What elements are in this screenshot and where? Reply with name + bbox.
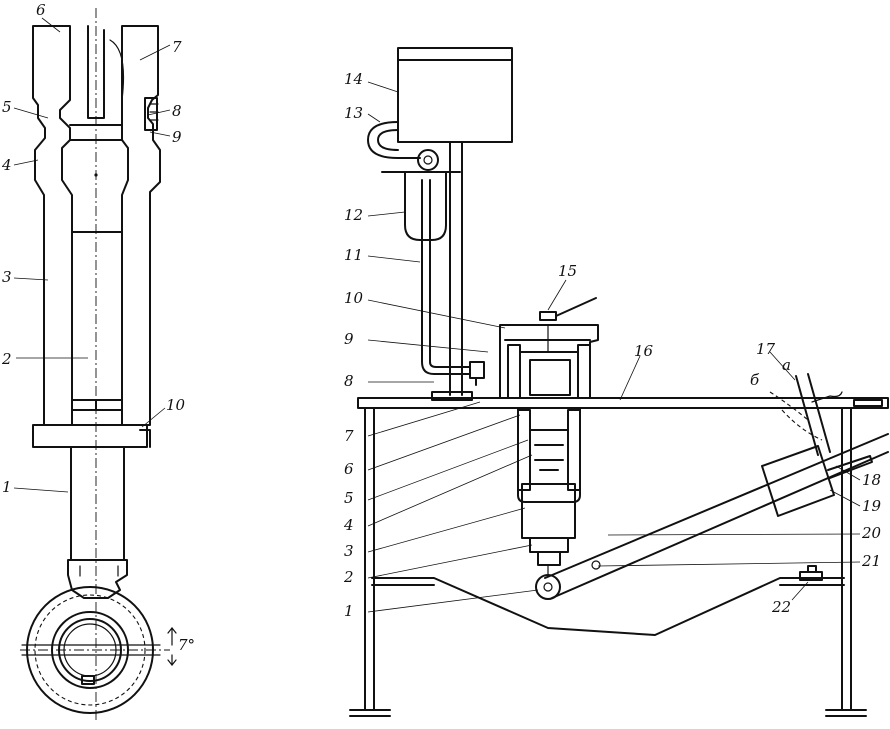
die-end-view: 7°: [20, 586, 195, 714]
callout-19: 19: [862, 497, 882, 515]
callout-22: 22: [771, 598, 791, 616]
callout-16: 16: [634, 342, 654, 360]
callout-12: 12: [344, 206, 363, 224]
air-channel: [109, 39, 125, 101]
control-arm-17: [795, 373, 831, 456]
callout-9r: 9: [344, 330, 354, 348]
callout-7: 7: [172, 38, 182, 56]
callout-5: 5: [2, 98, 12, 116]
angle-label: 7°: [178, 636, 195, 654]
counterweight-19: [761, 445, 835, 517]
letter-b: б: [750, 371, 760, 389]
callout-11: 11: [344, 246, 363, 264]
hose-13: [367, 121, 421, 159]
callout-10r: 10: [344, 289, 364, 307]
callout-18: 18: [862, 471, 881, 489]
spring-22: [799, 565, 823, 581]
callout-21: 21: [861, 552, 881, 570]
die-body-left-wall: [32, 25, 73, 426]
callout-1: 1: [2, 478, 12, 496]
callout-10: 10: [166, 396, 186, 414]
callout-8r: 8: [344, 372, 354, 390]
callout-1r: 1: [344, 602, 354, 620]
callout-14: 14: [344, 70, 363, 88]
lever-15: [539, 297, 597, 321]
tube-11: [421, 179, 471, 375]
lower-frame: [371, 577, 845, 636]
callout-4: 4: [1, 156, 12, 174]
callout-9: 9: [172, 128, 182, 146]
callout-2: 2: [1, 350, 12, 368]
callout-4r: 4: [343, 516, 354, 534]
punch-holder: [521, 483, 576, 539]
callout-20: 20: [861, 524, 882, 542]
callout-6r: 6: [344, 460, 354, 478]
reservoir-12: [381, 171, 461, 241]
callout-3: 3: [2, 268, 12, 286]
plug-8: [144, 97, 158, 131]
column: [449, 141, 463, 396]
leg-right: [825, 407, 867, 717]
callout-5r: 5: [344, 489, 354, 507]
leg-left: [349, 407, 391, 717]
callout-8: 8: [172, 102, 182, 120]
callout-3r: 3: [344, 542, 354, 560]
callout-17: 17: [756, 340, 776, 358]
motor-14: [397, 47, 513, 143]
die-cylinder: [517, 409, 581, 491]
callout-13: 13: [344, 104, 363, 122]
callout-6: 6: [36, 1, 46, 19]
callout-7r: 7: [344, 427, 354, 445]
callout-15: 15: [558, 262, 577, 280]
punch-1: [67, 446, 128, 599]
table-top-16: [357, 397, 889, 409]
die-housing: [507, 344, 591, 399]
press-head: [499, 324, 599, 399]
die-body-right-wall: [121, 25, 161, 426]
letter-a: a: [782, 356, 791, 374]
press-machine-view: 14 13 12 11 10 9 8 7 6 5 4 3 2 1 15 16 1…: [343, 47, 889, 717]
callout-2r: 2: [343, 568, 354, 586]
base-flange: [32, 424, 148, 448]
die-section-view: 7° 6 7 5 8 9 4 3 2 10 1: [1, 1, 195, 720]
arm-swing-arc: [769, 391, 823, 441]
pedal-lever-20: [544, 433, 889, 599]
